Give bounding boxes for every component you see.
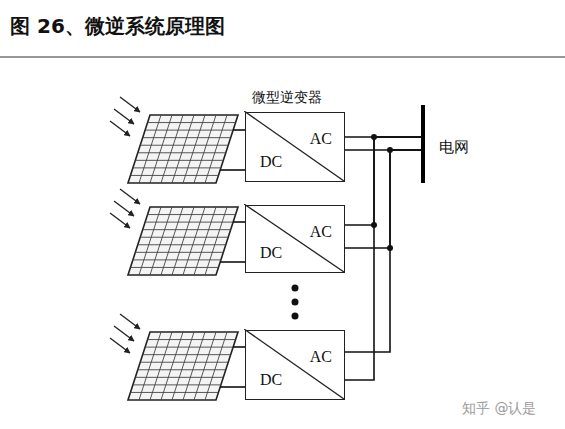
port-label: AC xyxy=(310,347,332,366)
port-label: DC xyxy=(260,152,282,171)
part-label: 微型逆变器 xyxy=(252,89,322,106)
title-rule xyxy=(0,56,565,57)
ac-wire xyxy=(345,137,421,150)
grid-label: 电网 xyxy=(439,138,469,156)
grid-bus: 电网 xyxy=(421,105,481,183)
ac-wire xyxy=(345,137,421,248)
inverter-box: AC DC xyxy=(245,112,345,182)
ac-wire xyxy=(345,137,421,380)
inverter-box: AC DC xyxy=(245,330,345,400)
inverter-box: AC DC xyxy=(245,205,345,273)
figure-title: 图 26、微逆系统原理图 xyxy=(10,14,225,38)
solar-panel xyxy=(110,97,245,183)
solar-panel xyxy=(110,314,245,400)
solar-panel xyxy=(110,189,245,275)
port-label: AC xyxy=(310,222,332,241)
grid-bar xyxy=(421,105,425,183)
port-label: AC xyxy=(310,129,332,148)
port-label: DC xyxy=(260,243,282,262)
port-label: DC xyxy=(260,370,282,389)
watermark: 知乎 @认是 xyxy=(462,400,536,417)
ellipsis-dots xyxy=(292,285,299,320)
